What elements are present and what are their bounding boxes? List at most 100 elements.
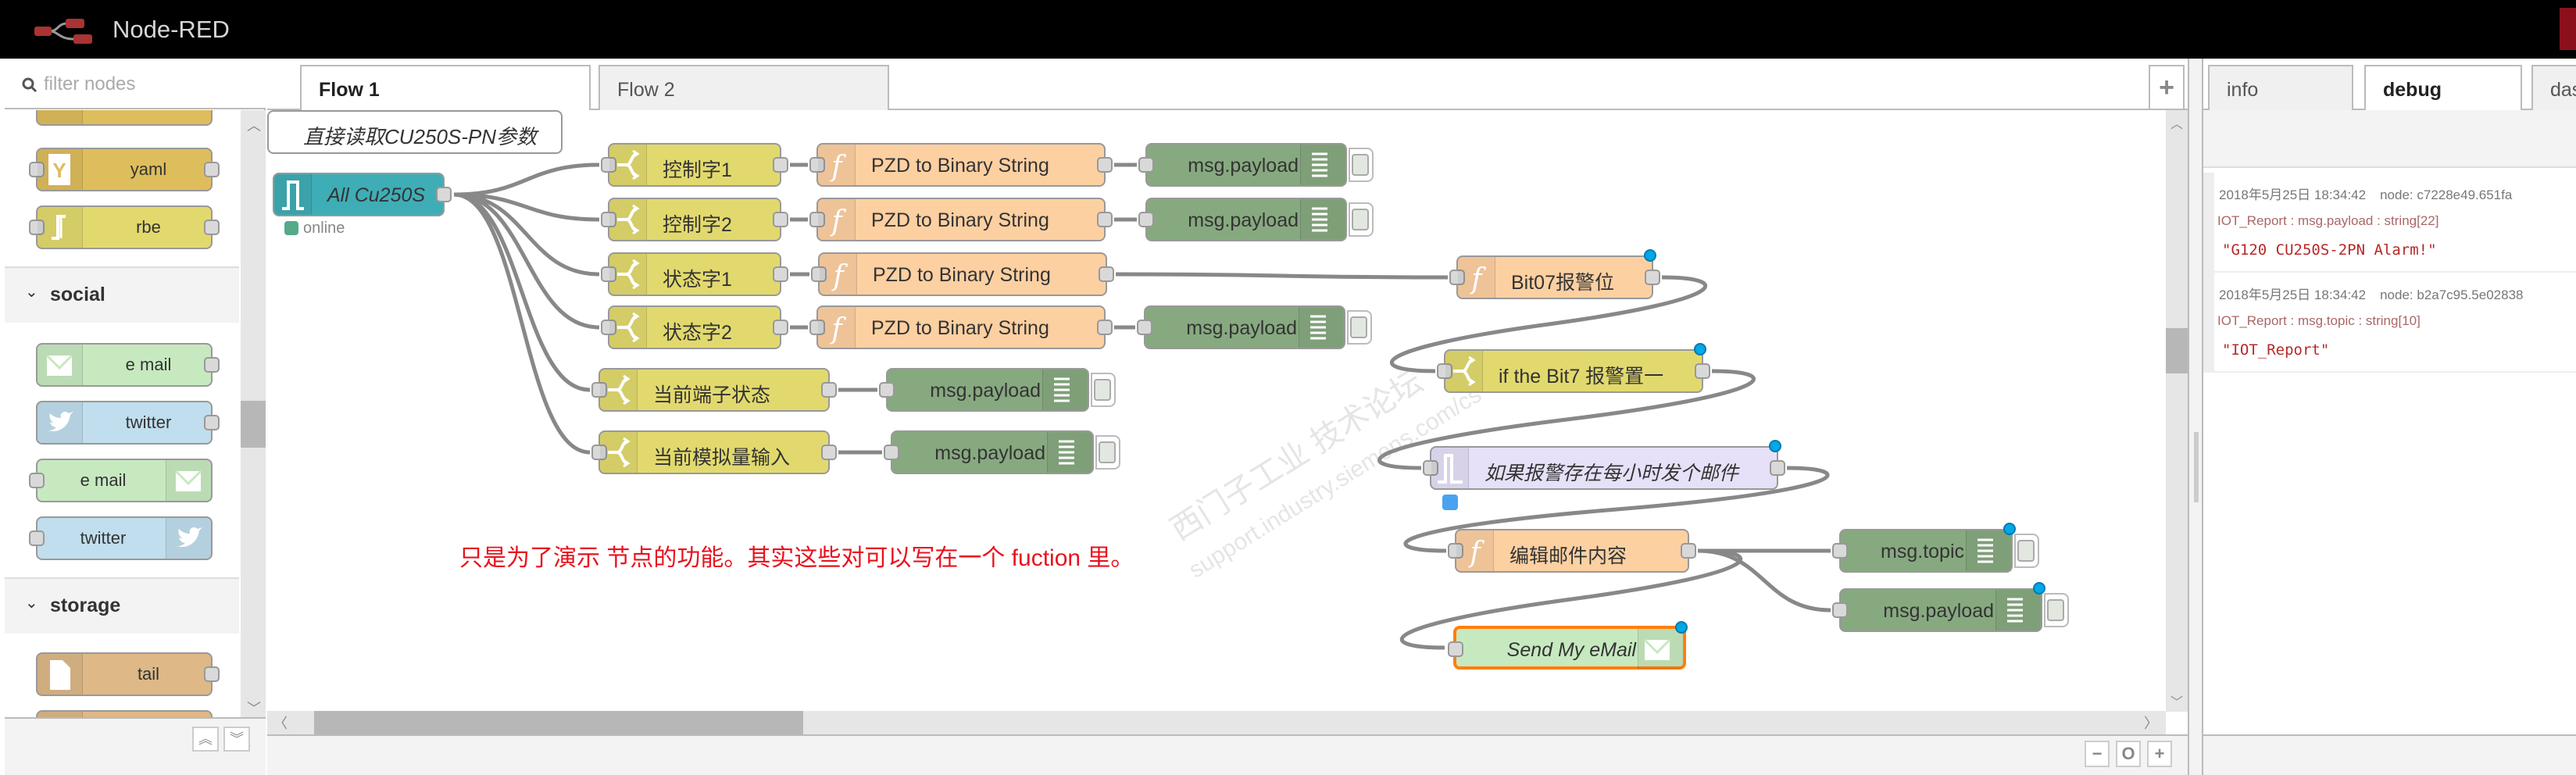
input-port[interactable] xyxy=(1423,460,1438,476)
output-port[interactable] xyxy=(436,187,452,202)
wire[interactable] xyxy=(453,162,600,197)
switch-node[interactable]: 当前模拟量输入 xyxy=(591,430,837,474)
collapse-all-button[interactable]: ︽ xyxy=(192,727,219,752)
wire[interactable] xyxy=(1377,369,1756,470)
input-port[interactable] xyxy=(884,445,899,460)
output-port[interactable] xyxy=(1097,212,1113,227)
input-port[interactable] xyxy=(879,382,895,398)
debug-node[interactable]: msg.payload xyxy=(1832,582,2069,632)
palette-node-email-out[interactable]: e mail xyxy=(29,459,213,502)
zoom-in-button[interactable]: + xyxy=(2147,741,2172,767)
debug-toggle-button[interactable] xyxy=(1095,435,1120,470)
debug-node[interactable]: msg.payload xyxy=(1137,305,1372,349)
output-port[interactable] xyxy=(821,445,837,460)
zoom-reset-button[interactable]: O xyxy=(2116,741,2141,767)
palette-node-email-in[interactable]: e mail xyxy=(36,343,220,387)
palette-node-twitter-out[interactable]: twitter xyxy=(29,516,213,560)
output-port[interactable] xyxy=(1099,266,1114,282)
output-port[interactable] xyxy=(1645,270,1660,285)
scroll-up-icon[interactable]: ︿ xyxy=(2170,118,2184,131)
input-port[interactable] xyxy=(809,320,825,335)
sidebar-separator[interactable] xyxy=(2188,59,2203,775)
scroll-right-icon[interactable]: 〉 xyxy=(2144,716,2158,731)
palette-category-social[interactable]: ⌄ social xyxy=(5,266,239,323)
inject-node[interactable]: All Cu250S xyxy=(273,173,452,216)
debug-toggle-button[interactable] xyxy=(1347,310,1372,345)
input-port[interactable] xyxy=(1437,363,1452,379)
scrollbar-thumb[interactable] xyxy=(241,401,266,448)
output-port[interactable] xyxy=(1097,157,1113,173)
input-port[interactable] xyxy=(601,157,616,173)
debug-node[interactable]: msg.payload xyxy=(1138,198,1374,241)
debug-toggle-button[interactable] xyxy=(1091,373,1116,407)
wire[interactable] xyxy=(453,192,591,455)
switch-node[interactable]: 当前端子状态 xyxy=(591,368,837,412)
deploy-button[interactable] xyxy=(2560,8,2576,50)
output-port[interactable] xyxy=(1097,320,1113,335)
canvas-vertical-scrollbar[interactable]: ︿ ﹀ xyxy=(2166,110,2188,712)
output-port[interactable] xyxy=(773,157,788,173)
debug-node[interactable]: msg.payload xyxy=(884,430,1120,474)
palette-node-yaml[interactable]: Y yaml xyxy=(29,148,220,191)
debug-toggle-button[interactable] xyxy=(2044,593,2069,627)
output-port[interactable] xyxy=(1770,460,1785,476)
input-port[interactable] xyxy=(591,382,607,398)
add-flow-button[interactable]: + xyxy=(2149,65,2185,109)
debug-node-id[interactable]: node: b2a7c95.5e02838 xyxy=(2380,288,2524,302)
input-port[interactable] xyxy=(1137,320,1152,335)
email-out-node[interactable]: Send My eMail xyxy=(1448,621,1688,670)
scroll-left-icon[interactable]: 〈 xyxy=(273,716,288,731)
delay-node[interactable]: 如果报警存在每小时发个邮件 xyxy=(1423,440,1785,490)
input-port[interactable] xyxy=(601,212,616,227)
output-port[interactable] xyxy=(773,266,788,282)
wire[interactable] xyxy=(453,192,600,330)
wire[interactable] xyxy=(453,192,600,277)
output-port[interactable] xyxy=(821,382,837,398)
input-port[interactable] xyxy=(591,445,607,460)
debug-node[interactable]: msg.payload xyxy=(879,368,1116,412)
palette-node-file[interactable]: file xyxy=(36,710,213,717)
tab-flow-1[interactable]: Flow 1 xyxy=(300,65,591,112)
input-port[interactable] xyxy=(1448,543,1463,559)
switch-node[interactable]: 控制字1 xyxy=(601,143,788,187)
wire[interactable] xyxy=(1389,275,1708,373)
switch-node[interactable]: 状态字2 xyxy=(601,305,788,349)
filter-nodes-input[interactable] xyxy=(44,70,255,99)
output-port[interactable] xyxy=(773,212,788,227)
palette-node-twitter-in[interactable]: twitter xyxy=(36,401,220,445)
palette-category-storage[interactable]: ⌄ storage xyxy=(5,577,239,634)
wire[interactable] xyxy=(1403,466,1830,553)
input-port[interactable] xyxy=(1448,641,1463,657)
tab-flow-2[interactable]: Flow 2 xyxy=(598,65,889,110)
flow-canvas[interactable]: 直接读取CU250S-PN参数 西门子工业 技术论坛 support.indus… xyxy=(267,110,2158,712)
input-port[interactable] xyxy=(1832,602,1848,618)
tab-dashboard[interactable]: das xyxy=(2531,65,2576,110)
switch-node[interactable]: if the Bit7 报警置一 xyxy=(1437,343,1710,393)
debug-toggle-button[interactable] xyxy=(1349,202,1374,237)
scrollbar-thumb[interactable] xyxy=(2166,328,2188,373)
output-port[interactable] xyxy=(1695,363,1710,379)
input-port[interactable] xyxy=(601,266,616,282)
switch-node[interactable]: 控制字2 xyxy=(601,198,788,241)
input-port[interactable] xyxy=(1449,270,1465,285)
wire[interactable] xyxy=(1400,548,1742,650)
input-port[interactable] xyxy=(601,320,616,335)
input-port[interactable] xyxy=(809,212,825,227)
scrollbar-thumb[interactable] xyxy=(314,711,803,734)
scroll-down-icon[interactable]: ﹀ xyxy=(2170,696,2184,709)
tab-debug[interactable]: debug xyxy=(2364,65,2522,112)
zoom-out-button[interactable]: − xyxy=(2085,741,2110,767)
input-port[interactable] xyxy=(1138,212,1154,227)
drag-handle[interactable] xyxy=(2194,432,2199,502)
wire[interactable] xyxy=(453,192,591,392)
input-port[interactable] xyxy=(1138,157,1154,173)
debug-node-id[interactable]: node: c7228e49.651fa xyxy=(2380,188,2513,202)
debug-toggle-button[interactable] xyxy=(1349,148,1374,182)
output-port[interactable] xyxy=(1681,543,1696,559)
